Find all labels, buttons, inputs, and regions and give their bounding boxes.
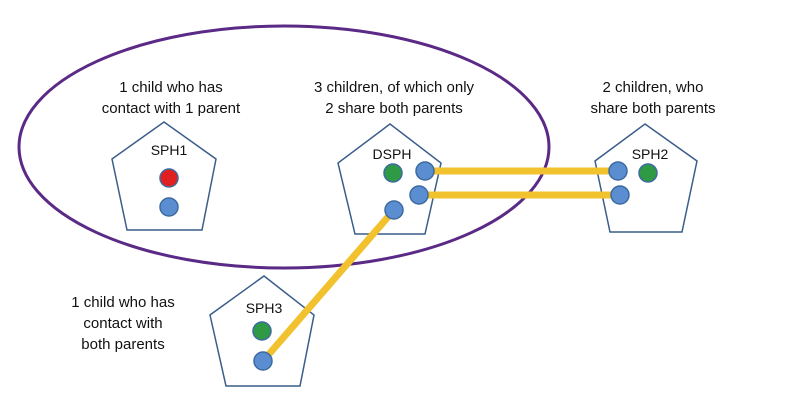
dsph-group-ellipse [17,24,551,270]
dsph-caption: 3 children, of which only 2 share both p… [294,77,494,119]
sph3-caption-line: 1 child who has [71,294,175,311]
sph2-label: SPH2 [631,146,669,162]
dsph-label: DSPH [372,146,412,162]
dsph-caption-line: 3 children, of which only [313,79,475,96]
sph3-caption-line: both parents [81,336,165,353]
sph1-caption-line: contact with 1 parent [101,100,241,117]
sph1-caption: 1 child who has contact with 1 parent [86,77,256,119]
sph2-child-blue-1 [608,161,628,181]
sph3-child-green [252,321,272,341]
sph1-child-red [159,168,179,188]
sph3-caption: 1 child who has contact with both parent… [58,292,188,355]
sph1-label: SPH1 [150,142,188,158]
sph2-caption-line: share both parents [590,100,716,117]
sph3-label: SPH3 [245,300,283,316]
sph1-caption-line: 1 child who has [119,79,223,96]
sph3-child-blue [253,351,273,371]
sph2-caption: 2 children, who share both parents [578,77,728,119]
dsph-child-blue-1 [415,161,435,181]
dsph-child-green [383,163,403,183]
sph1-child-blue [159,197,179,217]
sph2-caption-line: 2 children, who [602,79,704,96]
sph3-caption-line: contact with [83,315,163,332]
dsph-caption-line: 2 share both parents [325,100,463,117]
dsph-child-blue-3 [384,200,404,220]
sph2-child-green [638,163,658,183]
link-dsph-sph3 [260,207,397,364]
sph2-child-blue-2 [610,185,630,205]
dsph-child-blue-2 [409,185,429,205]
